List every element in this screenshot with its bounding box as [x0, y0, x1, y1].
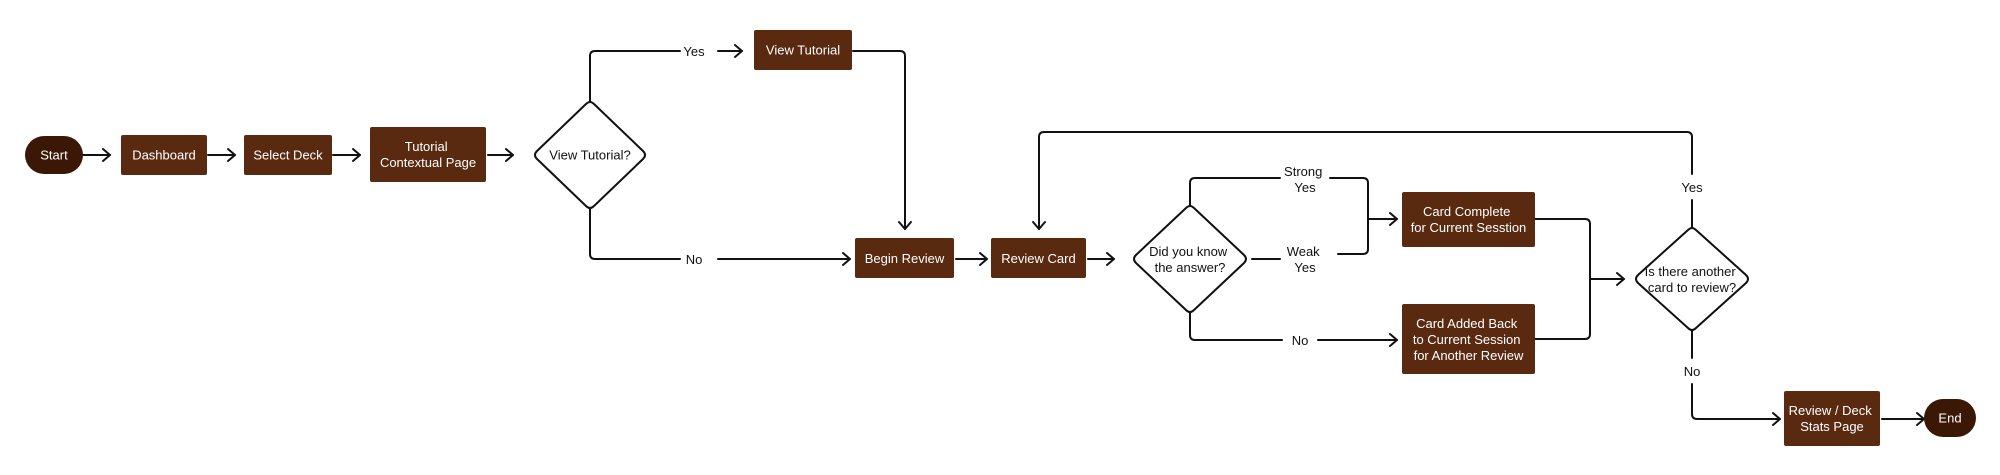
node-view-tutorial: View Tutorial: [754, 30, 852, 70]
arrowhead: [1772, 412, 1781, 426]
terminal-end: End: [1924, 399, 1976, 437]
edge-another-no-b: [1691, 383, 1781, 420]
node-label-end: End: [1938, 411, 1961, 426]
arrowhead: [1389, 333, 1398, 347]
node-label-dashboard: Dashboard: [132, 148, 196, 163]
decision-diamond: [1133, 205, 1247, 313]
terminal-start-shape: [25, 136, 83, 174]
arrowhead: [1616, 272, 1625, 286]
edge-view-tutorial-begin: [852, 50, 906, 230]
edge-complete-merge: [1534, 218, 1591, 340]
node-review-card: Review Card: [991, 238, 1086, 278]
process-box: [1784, 391, 1880, 446]
process-box: [1402, 192, 1535, 247]
terminal-end-shape: [1924, 399, 1976, 437]
process-box: [121, 135, 207, 175]
process-box: [991, 238, 1086, 278]
arrowhead: [898, 221, 912, 230]
node-card-complete: Card Complete for Current Sesstion: [1402, 192, 1535, 247]
edge-label-weak-yes: Weak Yes: [1287, 244, 1324, 275]
edge-tutorial-yes: [589, 50, 681, 104]
decision-label-another-card: Is there another card to review?: [1645, 264, 1740, 295]
arrowhead: [842, 252, 851, 266]
process-box: [370, 127, 486, 182]
arrowhead: [352, 148, 361, 162]
decision-view-tutorial: View Tutorial?: [534, 101, 646, 209]
arrowhead: [505, 148, 514, 162]
node-label-select-deck: Select Deck: [253, 148, 323, 163]
node-tutorial-contextual-page: Tutorial Contextual Page: [370, 127, 486, 182]
process-box: [754, 30, 852, 70]
edge-label-tutorial-yes: Yes: [683, 44, 705, 59]
edge-answer-no: [1189, 311, 1283, 341]
node-label-view-tutorial: View Tutorial: [766, 43, 840, 58]
decision-did-you-know: Did you know the answer?: [1133, 205, 1247, 313]
edge-strong-yes-b: [1329, 177, 1369, 255]
node-label-tutorial-contextual: Tutorial Contextual Page: [380, 139, 476, 170]
node-review-stats-page: Review / Deck Stats Page: [1784, 391, 1880, 446]
edge-label-another-yes: Yes: [1681, 180, 1703, 195]
edge-label-answer-no: No: [1292, 333, 1309, 348]
arrowhead: [102, 148, 111, 162]
edge-label-strong-yes: Strong Yes: [1284, 164, 1326, 195]
node-select-deck: Select Deck: [244, 135, 332, 175]
node-label-review-card: Review Card: [1001, 251, 1075, 266]
decision-label-view-tutorial: View Tutorial?: [549, 148, 630, 163]
node-begin-review: Begin Review: [855, 238, 954, 278]
edge-label-tutorial-no: No: [686, 252, 703, 267]
connectors: [81, 44, 1925, 426]
arrowhead: [1916, 412, 1925, 426]
arrowhead: [979, 252, 988, 266]
arrowhead: [1106, 252, 1115, 266]
node-label-begin-review: Begin Review: [865, 251, 945, 266]
node-label-start: Start: [40, 148, 68, 163]
edge-tutorial-no: [589, 206, 681, 260]
decision-label-did-you-know: Did you know the answer?: [1149, 244, 1231, 275]
node-label-card-complete: Card Complete for Current Sesstion: [1411, 204, 1527, 235]
decision-diamond: [1635, 227, 1749, 331]
arrowhead: [734, 44, 743, 58]
decision-another-card: Is there another card to review?: [1635, 227, 1749, 331]
process-box: [855, 238, 954, 278]
process-box: [1402, 304, 1535, 374]
arrowhead: [1389, 212, 1398, 226]
edge-labels: Yes No Strong Yes Weak Yes No Yes No: [683, 44, 1703, 379]
arrowhead: [1032, 221, 1046, 230]
node-dashboard: Dashboard: [121, 135, 207, 175]
edge-label-another-no: No: [1684, 364, 1701, 379]
arrowhead: [227, 148, 236, 162]
node-label-card-added-back: Card Added Back to Current Session for A…: [1413, 316, 1524, 363]
node-card-added-back: Card Added Back to Current Session for A…: [1402, 304, 1535, 374]
edge-strong-yes: [1189, 177, 1281, 207]
node-label-review-stats: Review / Deck Stats Page: [1789, 403, 1876, 434]
edge-loop-back: [1038, 131, 1693, 230]
decision-diamond: [534, 101, 646, 209]
process-box: [244, 135, 332, 175]
terminal-start: Start: [25, 136, 83, 174]
